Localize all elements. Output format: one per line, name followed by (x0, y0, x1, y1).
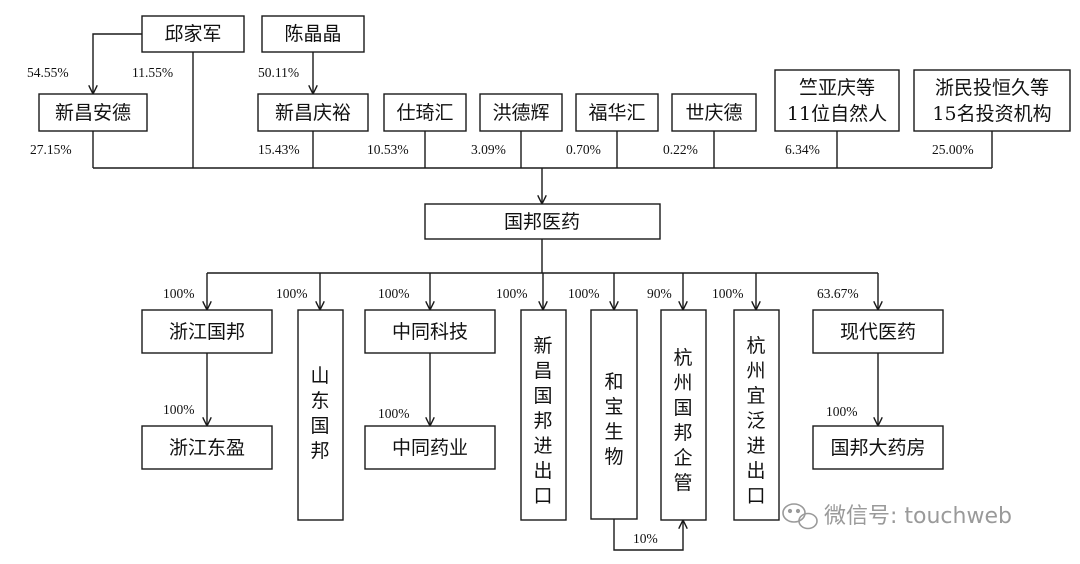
node-shiqingde: 世庆德 (671, 93, 757, 132)
node-modern-pharma: 现代医药 (812, 309, 944, 354)
pct-fhh-gbyy: 0.70% (566, 142, 601, 157)
pct-xdyy-gbdyf: 100% (826, 404, 858, 419)
node-shiqihui: 仕琦汇 (383, 93, 467, 132)
node-label: 国邦大药房 (830, 437, 925, 459)
node-hongdehui: 洪德辉 (479, 93, 563, 132)
node-label: 浙江国邦 (169, 321, 245, 343)
pct-chen-xcq: 50.11% (258, 65, 299, 80)
wechat-icon (782, 503, 818, 530)
node-label: 中同药业 (392, 437, 468, 459)
node-label-line2: 15名投资机构 (932, 103, 1051, 125)
watermark-text: 微信号: touchweb (824, 504, 1012, 529)
node-label: 现代医药 (840, 321, 916, 343)
pct-gbyy-hzgbqg: 90% (647, 286, 672, 301)
pct-ztkj-ztyy: 100% (378, 406, 410, 421)
node-hangzhou-guobang-mgmt: 杭州国邦企管 (660, 309, 707, 521)
node-xinchang-guobang-import-export: 新昌国邦进出口 (520, 309, 567, 521)
pct-gbyy-xdyy: 63.67% (817, 286, 859, 301)
pct-gbyy-hzyfjck: 100% (712, 286, 744, 301)
node-label: 中同科技 (392, 321, 468, 343)
node-label: 杭州国邦企管 (673, 347, 692, 494)
node-guobang-pharma: 国邦医药 (424, 203, 661, 240)
pct-gbyy-ztkj: 100% (378, 286, 410, 301)
node-label: 和宝生物 (604, 371, 623, 468)
node-label: 杭州宜泛进出口 (746, 335, 765, 507)
pct-zjgb-zjdy: 100% (163, 402, 195, 417)
node-qiu-jiajun: 邱家军 (141, 15, 245, 53)
node-zhongtong-tech: 中同科技 (364, 309, 496, 354)
pct-sqh-gbyy: 10.53% (367, 142, 409, 157)
node-label: 山东国邦 (310, 365, 329, 462)
node-xinchang-ande: 新昌安德 (38, 93, 148, 132)
node-zhejiang-dongying: 浙江东盈 (141, 425, 273, 470)
node-label-line2: 11位自然人 (787, 103, 887, 125)
node-label: 新昌国邦进出口 (533, 335, 552, 507)
pct-qiu-xca: 54.55% (27, 65, 69, 80)
pct-sqd-gbyy: 0.22% (663, 142, 698, 157)
pct-hbsw-hzgbqg: 10% (633, 531, 658, 546)
pct-gbyy-zjgb: 100% (163, 286, 195, 301)
pct-gbyy-hbsw: 100% (568, 286, 600, 301)
node-zhejiang-guobang: 浙江国邦 (141, 309, 273, 354)
connector-lines (93, 33, 993, 551)
pct-zmt-gbyy: 25.00% (932, 142, 974, 157)
node-label: 邱家军 (164, 23, 221, 45)
node-label: 洪德辉 (492, 102, 549, 124)
node-label: 国邦医药 (504, 211, 580, 233)
node-zhongtong-pharma: 中同药业 (364, 425, 496, 470)
node-xinchang-qingyu: 新昌庆裕 (257, 93, 369, 132)
node-chen-jingjing: 陈晶晶 (261, 15, 365, 53)
node-label-line1: 竺亚庆等 (799, 77, 875, 99)
node-hangzhou-yifan-import-export: 杭州宜泛进出口 (733, 309, 780, 521)
node-label: 仕琦汇 (396, 102, 453, 124)
node-guobang-pharmacy: 国邦大药房 (812, 425, 944, 470)
percentage-labels: 54.55% 11.55% 50.11% 27.15% 15.43% 10.53… (27, 65, 974, 546)
node-zheminto-group: 浙民投恒久等 15名投资机构 (913, 69, 1071, 132)
node-zhu-yaqing-group: 竺亚庆等 11位自然人 (774, 69, 900, 132)
pct-xca-gbyy: 27.15% (30, 142, 72, 157)
node-label: 新昌庆裕 (275, 102, 351, 124)
node-label: 福华汇 (588, 102, 645, 124)
node-shandong-guobang: 山东国邦 (297, 309, 344, 521)
pct-zhu-gbyy: 6.34% (785, 142, 820, 157)
pct-gbyy-sdgb: 100% (276, 286, 308, 301)
node-label: 世庆德 (685, 102, 742, 124)
pct-gbyy-xcgbjck: 100% (496, 286, 528, 301)
node-label-line1: 浙民投恒久等 (935, 77, 1049, 99)
node-label: 陈晶晶 (284, 23, 341, 45)
pct-xcq-gbyy: 15.43% (258, 142, 300, 157)
node-fuhuahui: 福华汇 (575, 93, 659, 132)
node-label: 新昌安德 (55, 102, 131, 124)
node-label: 浙江东盈 (169, 437, 245, 459)
wechat-watermark: 微信号: touchweb (782, 503, 1012, 530)
pct-qiu-gbyy: 11.55% (132, 65, 173, 80)
pct-hdh-gbyy: 3.09% (471, 142, 506, 157)
node-hebao-biotech: 和宝生物 (590, 309, 638, 520)
